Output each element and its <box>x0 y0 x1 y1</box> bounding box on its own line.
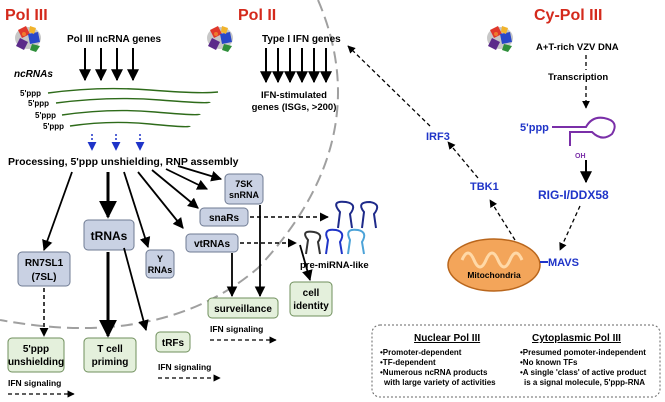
rn7sl1-sub: (7SL) <box>32 272 57 283</box>
cell-identity-label: cell <box>303 288 320 299</box>
snars-box <box>199 207 249 227</box>
tcell-box <box>83 337 137 373</box>
mavs-label: MAVS <box>548 257 579 269</box>
legend-cyto-item: •Presumed pomoter-independent <box>520 348 646 357</box>
y-rnas-box <box>145 249 175 279</box>
legend-cyto-title: Cytoplasmic Pol III <box>532 333 621 344</box>
ppp-label-2: 5'ppp <box>28 99 49 108</box>
snars-label: snaRs <box>209 213 239 224</box>
premirna-label: pre-miRNA-like <box>300 260 369 271</box>
ncrnas-label: ncRNAs <box>14 69 53 80</box>
legend-nuclear-item: •Promoter-dependent <box>380 348 462 357</box>
legend-nuclear-item: •Numerous ncRNA products <box>380 368 488 377</box>
legend-box <box>371 324 661 398</box>
processing-branch-arrows <box>42 165 223 252</box>
vtrnas-box <box>185 233 239 253</box>
tcell-sub: priming <box>92 357 129 368</box>
cristae-shape <box>460 251 524 269</box>
unshielding-box <box>7 337 65 373</box>
hairpin-rna-icon <box>552 116 616 146</box>
trfs-box <box>155 331 191 353</box>
ifn-signaling-label-1: IFN signaling <box>210 324 263 334</box>
y-rnas-sub: RNAs <box>148 265 173 275</box>
mito-to-tbk1-arrow <box>489 199 516 241</box>
hairpin-rnas <box>304 200 379 255</box>
rn7sl1-box <box>17 251 71 287</box>
tbk1-label: TBK1 <box>470 181 499 193</box>
trnas-box <box>83 219 135 251</box>
irf3-label: IRF3 <box>426 131 450 143</box>
ppp-label-4: 5'ppp <box>43 122 64 131</box>
trfs-label: tRFs <box>162 338 185 349</box>
isgs-label: IFN-stimulated <box>261 90 327 101</box>
vtrnas-label: vtRNAs <box>194 239 231 250</box>
isgs-sub: genes (ISGs, >200) <box>252 102 337 113</box>
cy-ppp-label: 5'ppp <box>520 122 549 134</box>
irf3-to-ifn-arrow <box>347 45 431 127</box>
tbk1-to-irf3-arrow <box>447 141 479 179</box>
y-rnas-label: Y <box>157 254 163 264</box>
legend-cyto-item: is a signal molecule, 5'ppp-RNA <box>524 378 645 387</box>
pol2-genes-label: Type I IFN genes <box>262 34 341 45</box>
section-title-pol3: Pol III <box>5 7 48 24</box>
section-title-cypol3: Cy-Pol III <box>534 7 602 24</box>
legend-nuclear-item: with large variety of activities <box>383 378 496 387</box>
tcell-label: T cell <box>97 344 123 355</box>
pol3-gene-arrows <box>79 48 139 82</box>
cell-identity-sub: identity <box>293 301 329 312</box>
section-title-pol2: Pol II <box>238 7 276 24</box>
vzv-dna-label: A+T-rich VZV DNA <box>536 42 619 53</box>
polymerase-icon <box>207 26 233 52</box>
mitochondria-label: Mitochondria <box>467 270 521 280</box>
7sk-label: 7SK <box>235 179 253 189</box>
to-cell-identity-arrow <box>299 244 313 282</box>
surveillance-label: surveillance <box>214 304 272 315</box>
nucleus-boundary <box>0 0 339 329</box>
legend-nuclear-item: •TF-dependent <box>380 358 436 367</box>
7sk-box <box>224 173 264 205</box>
processing-arrows <box>87 134 145 151</box>
7sk-sub: snRNA <box>229 190 260 200</box>
transcription-label: Transcription <box>548 72 608 83</box>
ifn-signaling-label-2: IFN signaling <box>158 362 211 372</box>
legend-cyto-item: •A single 'class' of active product <box>520 368 647 377</box>
pol3-genes-label: Pol III ncRNA genes <box>67 34 162 45</box>
unshielding-sub: unshielding <box>8 357 64 368</box>
processing-label: Processing, 5'ppp unshielding, RNP assem… <box>8 156 239 168</box>
cell-identity-box <box>289 281 333 317</box>
ifn-signaling-label-3: IFN signaling <box>8 378 61 388</box>
ppp-label-1: 5'ppp <box>20 89 41 98</box>
ncrna-lines <box>47 87 219 128</box>
surveillance-box <box>207 297 279 319</box>
rn7sl1-label: RN7SL1 <box>25 258 64 269</box>
legend-cyto-item: •No known TFs <box>520 358 578 367</box>
rigi-label: RIG-I/DDX58 <box>538 188 609 202</box>
trnas-label: tRNAs <box>91 229 128 243</box>
oh-label: OH <box>575 153 586 160</box>
mitochondria-icon <box>447 238 541 292</box>
polymerase-icon <box>487 26 513 52</box>
pol2-gene-arrows <box>260 48 332 84</box>
legend-nuclear-title: Nuclear Pol III <box>414 333 480 344</box>
ppp-label-3: 5'ppp <box>35 111 56 120</box>
trnas-to-trfs-arrow <box>123 247 149 332</box>
polymerase-icon <box>15 26 41 52</box>
unshielding-label: 5'ppp <box>23 344 49 355</box>
rigi-to-mavs-arrow <box>559 205 581 251</box>
